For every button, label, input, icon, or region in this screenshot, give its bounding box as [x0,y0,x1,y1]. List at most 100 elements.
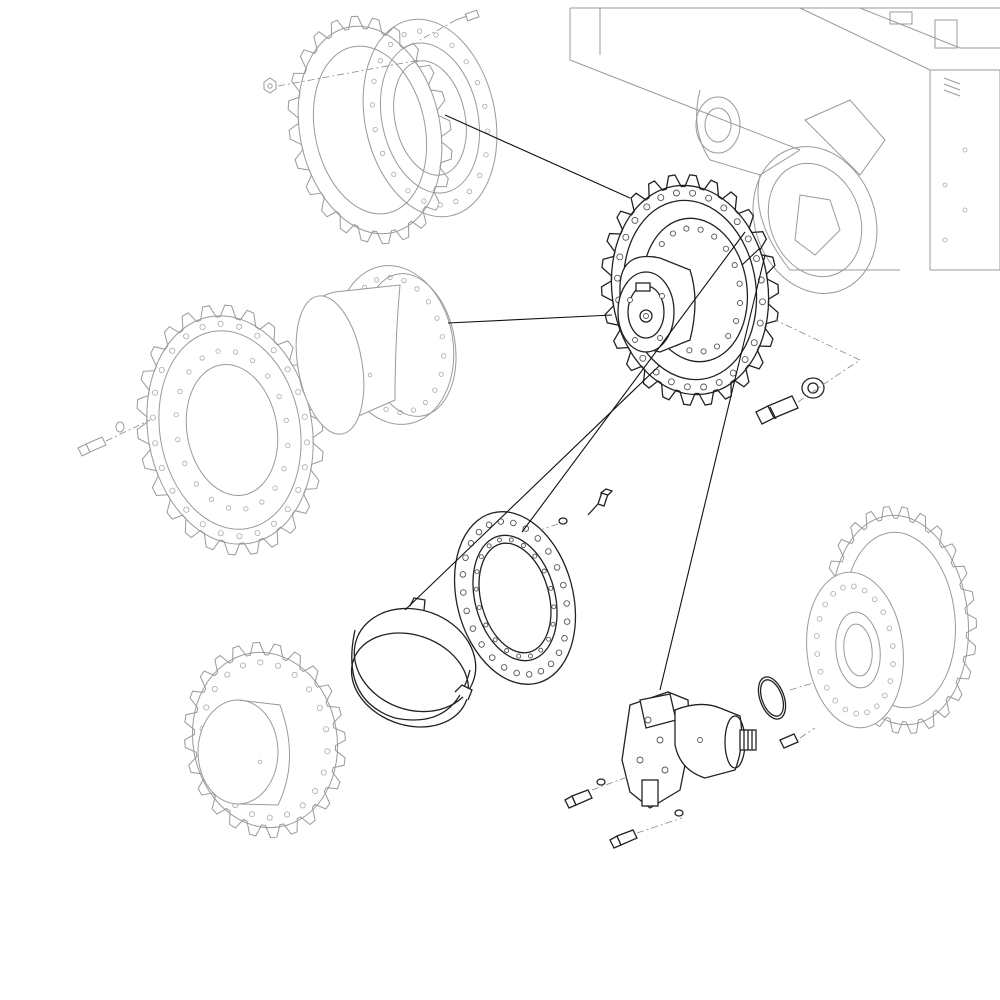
bolt-hole [816,616,823,622]
bolt-hole [182,460,188,466]
bolt-hole [169,347,176,354]
bolt-hole [553,564,561,571]
bolt-hole [433,32,439,38]
sprocket-gear-icon [184,641,346,839]
bolt-icon [564,789,593,809]
leader-lines [404,114,766,691]
bolt-hole [274,662,281,669]
bolt-hole [414,286,420,292]
leader-hydraulic-motor [659,254,766,691]
bolt-hole [304,439,311,446]
bolt-hole [508,537,514,543]
bolt-hole [250,357,256,364]
bolt-hole [474,80,480,86]
leader-drive-housing [447,314,613,324]
track-frame [569,7,1000,294]
bolt-hole [254,530,261,537]
bolt-hole [657,194,665,202]
bolt-hole [239,662,246,669]
bolt-hole [729,369,737,377]
bolt-hole [371,78,377,84]
bolt-hole [438,371,444,377]
bolt-hole [516,653,522,659]
sprocket-gear-icon [287,15,498,245]
bolt-hole [733,317,740,325]
bolt-hole [478,641,485,648]
bolt-hole [744,235,752,243]
bolt-hole [186,369,192,375]
bolt-hole [890,661,896,667]
bolt-hole [257,659,264,666]
bolt-hole [401,277,407,284]
bolt-hole [401,31,407,38]
bolt-hole [387,41,394,48]
bolt-hole [741,356,749,364]
bolt-hole [483,622,489,628]
bolt-hole [700,383,708,391]
bolt-hole [236,323,243,330]
bolt-hole [199,323,206,330]
bolt-hole [281,465,287,472]
bolt-icon [455,9,480,22]
bolt-hole [215,348,221,354]
bolt-hole [272,485,278,491]
bolt-hole [373,277,380,283]
bolt-hole [383,406,389,412]
bolt-hole [483,152,489,158]
bolt-hole [410,407,416,413]
washer-icon [558,517,568,525]
bolt-hole [377,57,383,64]
bolt-hole [823,684,830,691]
bolt-hole [492,637,498,643]
bolt-hole [488,654,496,661]
bolt-hole [756,319,764,327]
sprocket-teeth [600,174,780,406]
bolt-hole [842,706,849,713]
bolt-hole [814,633,820,639]
bolt-icon [755,395,799,425]
bolt-hole [510,519,517,527]
bolt-hole [497,537,502,543]
bolt-hole [482,103,488,110]
bolt-hole [485,521,493,529]
bolt-hole [441,353,447,359]
bolt-hole [439,334,445,340]
bolt-hole [520,543,526,548]
bolt-hole [563,600,570,607]
bolt-hole [248,811,255,818]
flange-ring-icon [453,511,577,685]
bolt-hole [405,188,411,194]
bolt-hole [169,487,176,494]
washer-icon [115,421,125,433]
bolt-hole [705,194,713,202]
bolt-hole [853,710,859,717]
bolt-hole [183,333,190,340]
bolt-hole [713,343,721,350]
bolt-hole [864,709,870,716]
bolt-hole [158,464,165,471]
bolt-icon [609,829,638,849]
nut-icon [263,77,277,94]
bolt-hole [504,648,510,653]
bolt-hole [243,506,249,512]
bolt-hole [547,660,555,668]
leader-flange-plate [521,231,746,533]
bolt-hole [731,262,738,269]
bolt-hole [295,388,302,395]
bolt-hole [513,669,520,677]
sprocket-gear-icon [806,505,978,735]
bolt-hole [320,769,327,776]
bolt-hole [476,605,482,611]
bolt-hole [500,664,508,671]
bolt-hole [291,671,298,678]
bolt-hole [463,59,469,65]
bolt-hole [152,440,159,447]
bolt-hole [672,189,680,197]
bolt-hole [736,280,743,287]
bolt-hole [422,399,428,406]
bolt-hole [528,653,533,659]
frame-vent [943,77,961,97]
bolt-hole [733,218,741,226]
bolt-hole [560,581,567,589]
hydraulic-motor-icon [621,691,757,809]
